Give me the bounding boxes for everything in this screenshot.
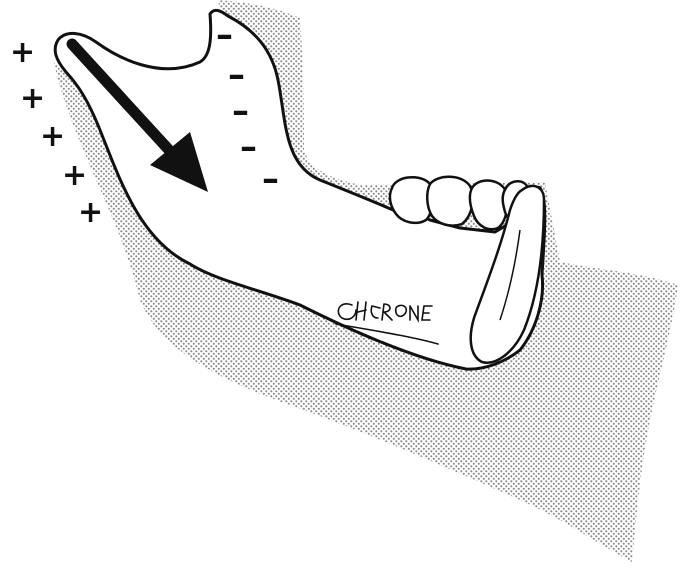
- minus-sign: –: [216, 15, 233, 55]
- minus-sign: –: [262, 159, 279, 199]
- plus-sign: +: [10, 35, 35, 70]
- plus-sign: +: [40, 119, 65, 154]
- minus-sign: –: [232, 91, 249, 131]
- molar-tooth-2: [427, 177, 473, 226]
- minus-sign: –: [228, 55, 245, 95]
- plus-sign: +: [62, 158, 87, 193]
- plus-sign: +: [78, 195, 103, 230]
- minus-sign: –: [240, 127, 257, 167]
- plus-sign: +: [20, 81, 45, 116]
